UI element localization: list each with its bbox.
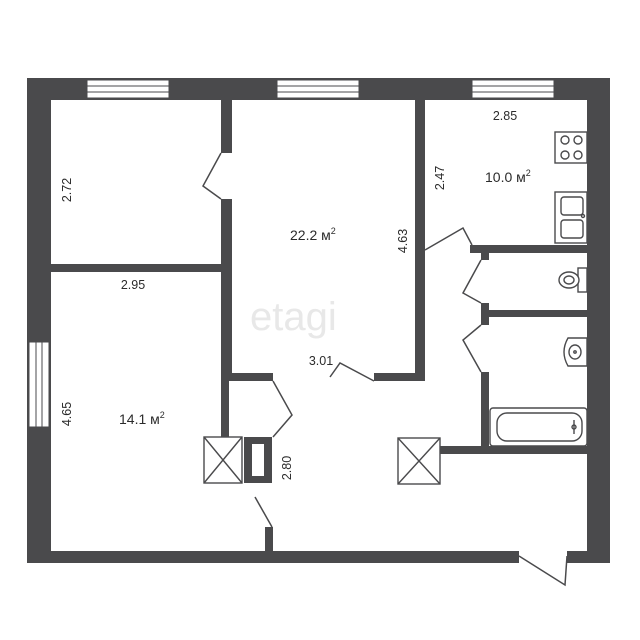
window-left: [28, 341, 50, 428]
dim-living-room-width: 3.01: [309, 354, 333, 368]
dim-kitchen-height: 2.47: [433, 166, 447, 190]
exterior-walls: [27, 78, 610, 563]
toilet: [558, 267, 588, 293]
vent-shaft-left: [203, 436, 243, 484]
watermark: etagi: [250, 295, 337, 339]
dim-left-room-width: 2.95: [121, 278, 145, 292]
dim-top-left-room-height: 2.72: [60, 178, 74, 202]
kitchen-area: 10.0 м2: [485, 168, 531, 185]
stove: [554, 131, 588, 164]
dim-corridor-height: 2.80: [280, 456, 294, 480]
area-labels: 22.2 м2 10.0 м2 14.1 м2: [119, 168, 531, 427]
vent-shaft-right: [397, 437, 441, 485]
bedroom-area: 14.1 м2: [119, 410, 165, 427]
living-room-area: 22.2 м2: [290, 226, 336, 243]
vent-shaft-inner: [252, 444, 264, 476]
bathroom-sink: [563, 337, 588, 367]
dim-living-room-height: 4.63: [396, 229, 410, 253]
dim-left-room-height: 4.65: [60, 402, 74, 426]
dim-kitchen-width: 2.85: [493, 109, 517, 123]
doors: [202, 152, 568, 587]
window-top-center: [276, 79, 360, 99]
bathtub: [489, 407, 588, 447]
kitchen-sink: [554, 191, 588, 244]
window-top-left: [86, 79, 170, 99]
dimension-labels: 2.72 2.95 4.65 4.63 3.01 2.85 2.47 2.80: [60, 109, 517, 480]
window-top-right: [471, 79, 555, 99]
